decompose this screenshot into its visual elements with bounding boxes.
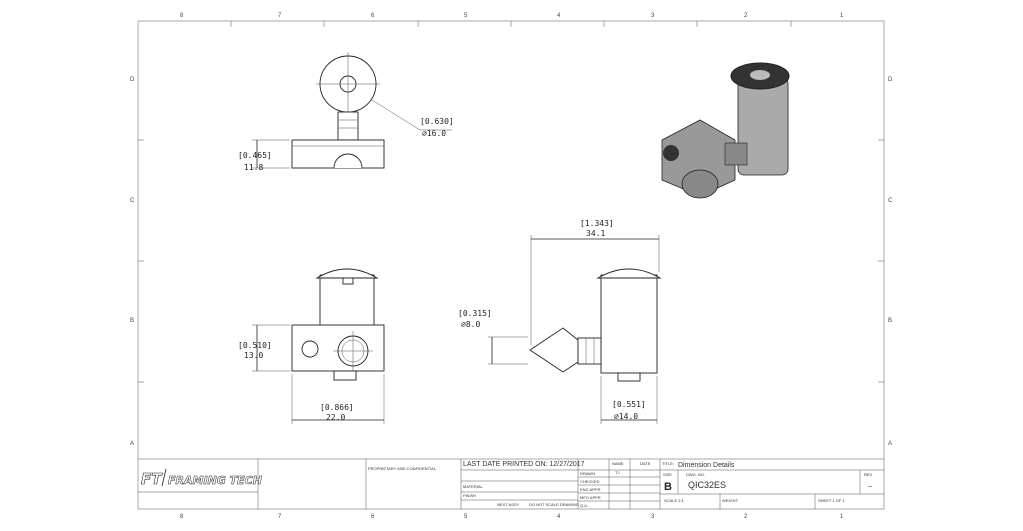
- name-header: NAME: [612, 461, 624, 466]
- next-assy: NEXT ASSY: [497, 502, 519, 507]
- dim-side-pin-mm: ⌀8.0: [461, 320, 480, 329]
- dim-top-height-mm: 11.8: [244, 163, 263, 172]
- material-label: MATERIAL: [463, 484, 483, 489]
- dwg-no-label: DWG. NO.: [686, 472, 705, 477]
- svg-text:2: 2: [744, 13, 748, 19]
- svg-text:3: 3: [651, 13, 655, 19]
- size-label: SIZE: [663, 472, 672, 477]
- front-view: [252, 268, 385, 424]
- title-block: [138, 458, 884, 509]
- dim-side-length-inch: [1.343]: [580, 219, 614, 228]
- svg-text:7: 7: [278, 514, 282, 520]
- svg-text:4: 4: [557, 13, 561, 19]
- svg-text:3: 3: [651, 514, 655, 520]
- svg-text:6: 6: [371, 13, 375, 19]
- dim-front-width-mm: 22.0: [326, 413, 345, 422]
- svg-text:8: 8: [180, 13, 184, 19]
- svg-text:FT: FT: [141, 470, 163, 488]
- eng-appr-label: ENG APPR: [580, 487, 601, 492]
- svg-text:A: A: [130, 441, 134, 447]
- svg-text:C: C: [130, 198, 135, 204]
- svg-text:1: 1: [840, 13, 844, 19]
- svg-text:A: A: [888, 441, 892, 447]
- zone-labels-side: D C B A D C B A: [130, 77, 893, 447]
- sheet-number: SHEET 1 OF 1: [818, 498, 845, 503]
- dim-front-height-mm: 13.0: [244, 351, 263, 360]
- dim-front-width-inch: [0.866]: [320, 403, 354, 412]
- svg-text:B: B: [888, 318, 892, 324]
- dim-top-circle-mm: ⌀16.0: [422, 129, 446, 138]
- dim-front-height-inch: [0.510]: [238, 341, 272, 350]
- svg-text:B: B: [130, 318, 134, 324]
- side-view: [488, 235, 662, 424]
- zone-labels-bottom: 8 7 6 5 4 3 2 1: [180, 514, 844, 520]
- svg-text:6: 6: [371, 514, 375, 520]
- svg-text:1: 1: [840, 514, 844, 520]
- last-printed: LAST DATE PRINTED ON: 12/27/2017: [463, 461, 585, 468]
- size-value: B: [664, 481, 672, 493]
- drawn-value: TJ: [615, 470, 619, 475]
- svg-text:5: 5: [464, 514, 468, 520]
- rev-value: –: [868, 483, 872, 490]
- zone-labels-top: 8 7 6 5 4 3 2 1: [180, 13, 844, 19]
- svg-text:D: D: [888, 77, 893, 83]
- dwg-no-value: QIC32ES: [688, 480, 726, 490]
- svg-text:C: C: [888, 198, 893, 204]
- svg-text:D: D: [130, 77, 135, 83]
- weight: WEIGHT:: [722, 498, 739, 503]
- top-view: [252, 52, 452, 169]
- dim-side-cap-mm: ⌀14.0: [614, 412, 638, 421]
- checked-label: CHECKED: [580, 479, 600, 484]
- scale: SCALE 2:1: [664, 498, 685, 503]
- svg-text:2: 2: [744, 514, 748, 520]
- title-value: Dimension Details: [678, 462, 735, 469]
- svg-text:4: 4: [557, 514, 561, 520]
- dim-side-pin-inch: [0.315]: [458, 309, 492, 318]
- svg-text:8: 8: [180, 514, 184, 520]
- svg-text:FRAMING TECH: FRAMING TECH: [168, 474, 262, 487]
- company-logo: FT FRAMING TECH: [141, 468, 262, 488]
- proprietary-heading: PROPRIETARY AND CONFIDENTIAL: [368, 466, 437, 471]
- do-not-scale: DO NOT SCALE DRAWING: [529, 502, 579, 507]
- title-label: TITLE:: [662, 461, 674, 466]
- dim-side-length-mm: 34.1: [586, 229, 605, 238]
- isometric-view: [661, 62, 790, 199]
- dim-side-cap-inch: [0.551]: [612, 400, 646, 409]
- svg-text:7: 7: [278, 13, 282, 19]
- dim-top-height-inch: [0.465]: [238, 151, 272, 160]
- drawn-label: DRAWN: [580, 471, 595, 476]
- zone-ticks: [138, 21, 884, 383]
- mfg-appr-label: MFG APPR: [580, 495, 601, 500]
- finish-label: FINISH: [463, 493, 476, 498]
- date-header: DATE: [640, 461, 651, 466]
- rev-label: REV: [864, 472, 873, 477]
- dim-top-circle-inch: [0.630]: [420, 117, 454, 126]
- svg-text:5: 5: [464, 13, 468, 19]
- qa-label: Q.A.: [580, 503, 588, 508]
